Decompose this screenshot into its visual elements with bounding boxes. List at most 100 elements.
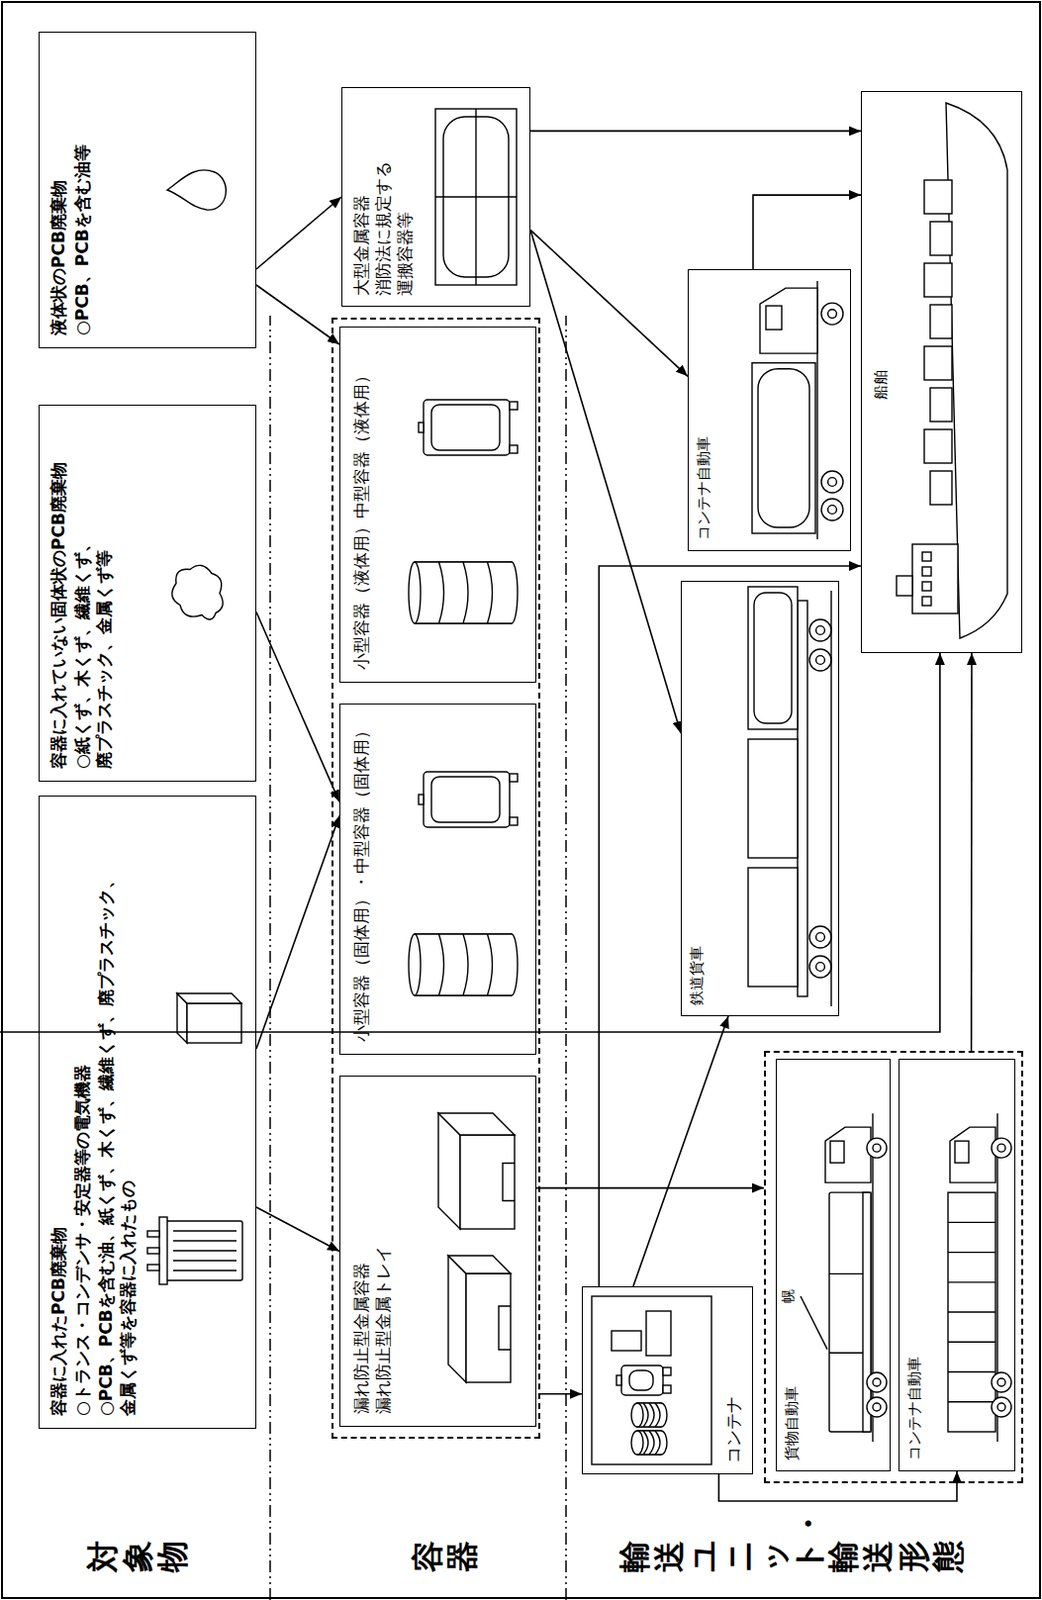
solid-waste-symbol xyxy=(172,565,223,620)
node-text: 小型容器（液体用）中型容器（液体用） xyxy=(350,339,373,670)
drawing-stroke xyxy=(649,1430,655,1455)
drawing-stroke xyxy=(173,1230,237,1232)
liquid-drop-symbol xyxy=(167,170,226,210)
drawing-stroke xyxy=(947,1371,996,1373)
package-symbol xyxy=(611,1330,642,1351)
ship-bridge xyxy=(912,544,958,614)
drawing-stroke xyxy=(474,108,476,285)
part-label: 幌 xyxy=(779,1289,798,1304)
transformer-symbol xyxy=(165,1221,243,1281)
deck-cargo xyxy=(930,387,952,422)
ibc-symbol xyxy=(431,404,500,451)
row-heading: 容器 xyxy=(410,1540,480,1573)
row-heading: 対象物 xyxy=(86,1540,191,1573)
node-text: コンテナ自動車 xyxy=(905,1069,926,1461)
flow-arrow xyxy=(256,196,342,270)
text-block: 小型容器（固体用）・中型容器（固体用） xyxy=(340,704,384,1054)
truck-cab xyxy=(759,287,818,354)
ibc-symbol xyxy=(418,422,424,433)
node-text: 貨物自動車 xyxy=(782,1069,803,1461)
node-text: 鉄道貨車 xyxy=(687,591,708,1006)
node-text: 容器に入れていない固体状のPCB廃棄物 xyxy=(47,417,70,769)
container-body xyxy=(947,1192,996,1432)
ibc-symbol xyxy=(509,401,518,410)
cube-symbol xyxy=(177,993,242,1004)
node-text: ○PCB、PCBを含む油等 xyxy=(71,44,94,336)
drum-symbol xyxy=(631,1430,644,1455)
ibc-symbol xyxy=(663,1385,671,1394)
truck-cab xyxy=(825,1127,871,1183)
drawing-stroke xyxy=(947,1281,996,1283)
text-block: コンテナ xyxy=(716,1287,753,1474)
wheel-symbol xyxy=(821,498,844,521)
truck-cab xyxy=(949,1127,996,1183)
wheel-symbol xyxy=(809,619,832,642)
tray-symbol xyxy=(466,1273,511,1383)
wheel-symbol xyxy=(872,1403,881,1412)
tray-symbol xyxy=(460,1135,515,1230)
drawing-stroke xyxy=(173,1269,237,1271)
flow-arrow xyxy=(0,653,941,1033)
wheel-symbol xyxy=(991,1372,1012,1393)
drum-symbol xyxy=(414,934,512,996)
row-separator xyxy=(269,315,272,1600)
wagon-container xyxy=(748,586,798,730)
flow-arrow xyxy=(718,1471,957,1502)
ibc-symbol xyxy=(423,771,510,828)
tank-vessel xyxy=(757,369,810,528)
tray-symbol xyxy=(502,1163,515,1202)
bushing-symbol xyxy=(147,1231,160,1237)
deck-cargo xyxy=(930,304,952,339)
wheel-symbol xyxy=(997,1143,1006,1152)
wheel-symbol xyxy=(828,309,838,319)
deck-cargo xyxy=(930,221,952,256)
drum-symbol xyxy=(408,562,421,624)
drawing-stroke xyxy=(643,1403,649,1427)
node-text: コンテナ xyxy=(722,1297,745,1464)
wheel-symbol xyxy=(872,1378,881,1387)
wheel-symbol xyxy=(816,626,826,636)
text-block: 漏れ防止型金属容器 漏れ防止型金属トレイ xyxy=(340,1076,406,1426)
wheel-symbol xyxy=(821,471,844,493)
wheel-symbol xyxy=(816,962,826,972)
flow-arrow xyxy=(970,653,973,1051)
tank-frame xyxy=(435,108,517,285)
drawing-stroke xyxy=(439,562,445,624)
deck-cargo xyxy=(924,346,952,380)
container-outline xyxy=(591,1296,712,1465)
container-box: 大型金属容器 消防法に規定する運搬容器等 xyxy=(341,87,531,307)
wheel-symbol xyxy=(866,1397,887,1418)
wheel-symbol xyxy=(809,649,832,671)
node-text: 容器に入れたPCB廃棄物 xyxy=(47,808,70,1417)
group-frame: 貨物自動車 コンテナ自動車 xyxy=(763,1050,1024,1484)
wheel-symbol xyxy=(809,926,832,948)
text-block: コンテナ自動車 xyxy=(899,1059,934,1471)
flow-arrow xyxy=(256,1207,340,1252)
flow-arrow xyxy=(753,194,861,270)
drawing-stroke xyxy=(655,1403,661,1427)
node-text: 小型容器（固体用）・中型容器（固体用） xyxy=(350,716,373,1042)
flow-arrow xyxy=(256,816,340,1049)
drum-symbol xyxy=(408,934,421,996)
text-block: 小型容器（液体用）中型容器（液体用） xyxy=(340,327,384,682)
drawing-stroke xyxy=(655,1430,661,1455)
text-block: 液体状のPCB廃棄物○PCB、PCBを含む油等 xyxy=(39,32,103,348)
flow-arrow xyxy=(256,612,340,803)
node-text: 大型金属容器 消防法に規定する運搬容器等 xyxy=(350,157,416,296)
wheel-symbol xyxy=(991,1137,1012,1158)
deck-cargo xyxy=(924,429,952,464)
group-frame: 漏れ防止型金属容器 漏れ防止型金属トレイ 小型容器（固体用）・中型容器（固体用） 小… xyxy=(331,317,541,1439)
cab-window xyxy=(954,1140,969,1163)
ibc-symbol xyxy=(418,794,424,805)
wheel-symbol xyxy=(816,933,826,943)
drawing-stroke xyxy=(947,1341,996,1343)
tank-vessel xyxy=(754,592,792,724)
row-heading: 輸送ユニット・輸送形態 xyxy=(617,1540,966,1573)
wheel-symbol xyxy=(991,1397,1012,1418)
cube-symbol xyxy=(187,1003,242,1043)
wheel-symbol xyxy=(872,1143,881,1152)
window-symbol xyxy=(922,581,932,591)
transformer-symbol xyxy=(159,1217,168,1285)
drawing-stroke xyxy=(439,934,445,996)
